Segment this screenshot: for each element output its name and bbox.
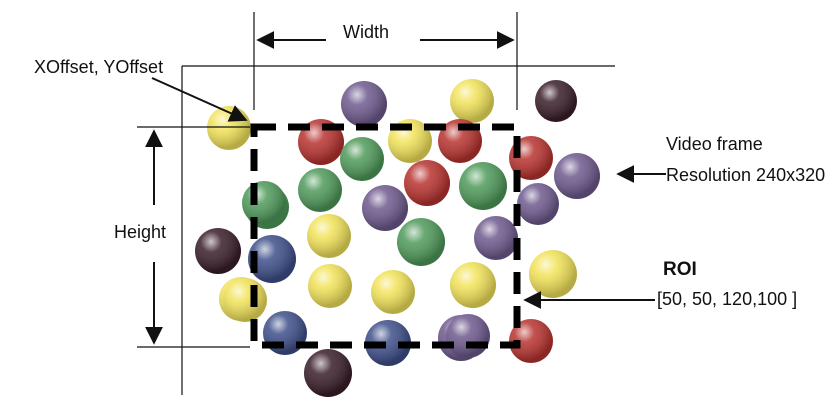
candy-purple (362, 185, 408, 231)
candy-yellow (450, 262, 496, 308)
candy-red (404, 160, 450, 206)
candy-green (459, 162, 507, 210)
candy-yellow (307, 214, 351, 258)
candy-yellow (308, 264, 352, 308)
roi-annotation: ROI [50, 50, 120,100 ] (523, 259, 797, 309)
candy-purple (517, 183, 559, 225)
offset-annotation: XOffset, YOffset (34, 57, 248, 122)
resolution-label: Resolution 240x320 (666, 165, 825, 185)
candy-yellow (529, 250, 577, 298)
candy-purple (341, 81, 387, 127)
candy-green (298, 168, 342, 212)
roi-values-label: [50, 50, 120,100 ] (657, 289, 797, 309)
roi-rectangle (250, 123, 521, 349)
roi-label: ROI (663, 259, 697, 280)
height-label: Height (114, 222, 166, 242)
candy-black (304, 349, 352, 397)
candy-yellow (450, 79, 494, 123)
candy-blue (248, 235, 296, 283)
candy-black (535, 80, 577, 122)
height-dimension: Height (114, 126, 250, 348)
candy-purple (554, 153, 600, 199)
candy-black (195, 228, 241, 274)
candy-green (340, 137, 384, 181)
offset-arrow (151, 77, 248, 122)
offset-label: XOffset, YOffset (34, 57, 163, 77)
video-frame-annotation: Video frame Resolution 240x320 (616, 134, 825, 185)
candy-purple (446, 314, 490, 358)
candy-purple (474, 216, 518, 260)
video-frame-label: Video frame (666, 134, 763, 154)
candy-green (242, 181, 286, 225)
candy-red (509, 319, 553, 363)
candy-blue (365, 320, 411, 366)
width-dimension: Width (253, 12, 518, 110)
candy-green (397, 218, 445, 266)
candy-yellow (223, 278, 267, 322)
candies-image (195, 79, 600, 397)
candy-yellow (371, 270, 415, 314)
width-label: Width (343, 22, 389, 42)
